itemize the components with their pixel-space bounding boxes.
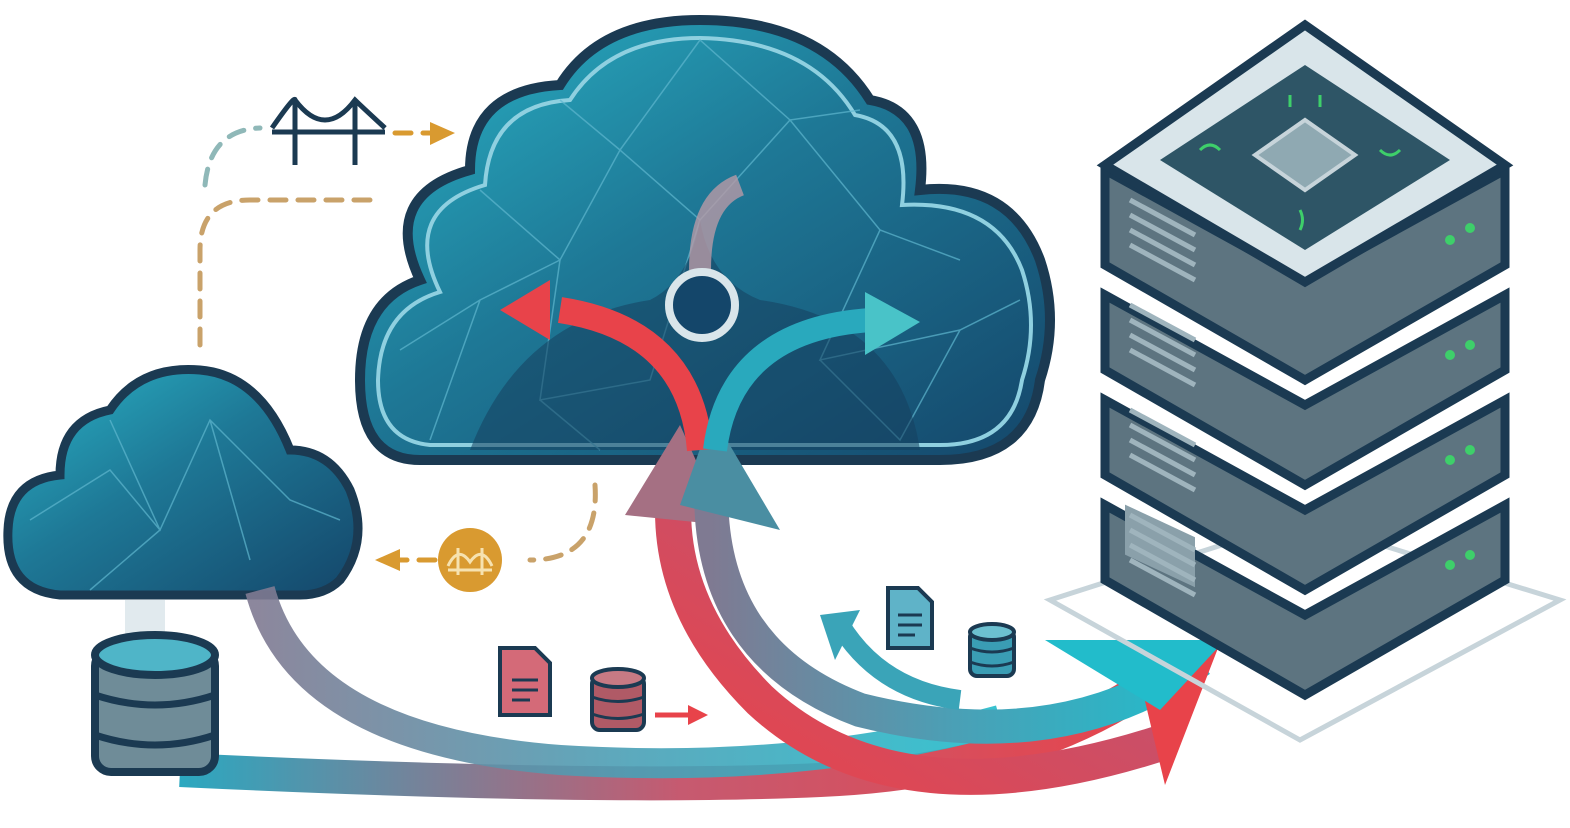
bridge-icon xyxy=(269,96,387,165)
bridge-badge xyxy=(438,528,502,592)
hub-circle-icon xyxy=(665,268,739,342)
server-rack-icon xyxy=(1043,19,1567,743)
document-icon xyxy=(886,586,934,650)
small-cloud-icon xyxy=(3,365,363,600)
database-icon xyxy=(968,622,1016,678)
chip-icon xyxy=(1251,117,1359,193)
arrowhead-icon xyxy=(375,549,400,571)
server-unit xyxy=(1100,392,1510,596)
database-icon xyxy=(590,667,646,732)
teal-arrow xyxy=(694,468,1210,744)
database-icon xyxy=(91,600,219,776)
arrowhead-icon xyxy=(430,122,455,145)
data-flow-arrows xyxy=(179,174,1225,801)
arrowhead-icon xyxy=(688,705,708,725)
red-arrow xyxy=(655,477,1176,795)
dashed-connectors xyxy=(197,125,598,563)
document-icon xyxy=(498,646,552,717)
server-unit xyxy=(1100,287,1510,491)
